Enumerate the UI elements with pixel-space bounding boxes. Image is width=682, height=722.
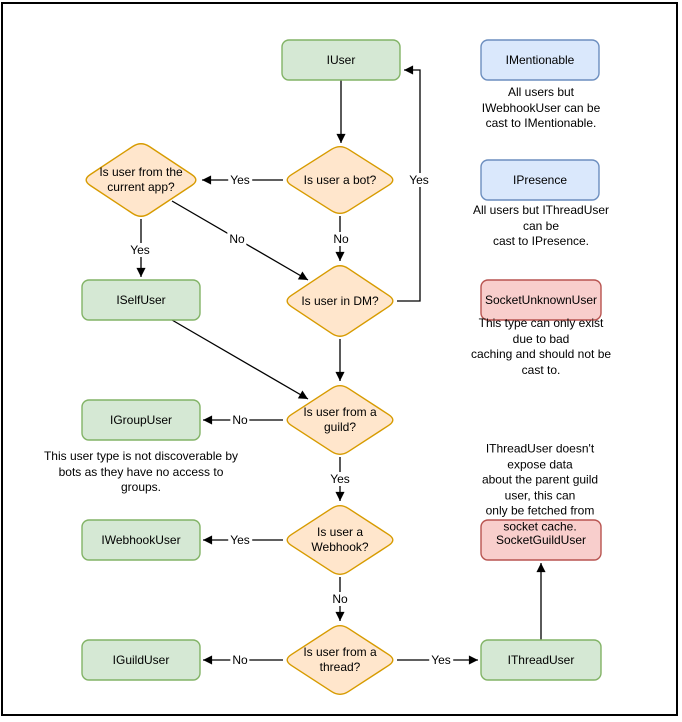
edge-webhook-to-thread-label: No <box>330 592 350 606</box>
decision-dm-shape <box>286 265 394 337</box>
node-iwebhookuser-shape <box>81 519 201 561</box>
decision-webhook-shape <box>286 505 394 575</box>
edge-dm-to-iuser-label: Yes <box>407 173 431 187</box>
node-iselfuser-shape <box>81 279 201 321</box>
node-ithreaduser-label: IThreadUser <box>507 652 575 667</box>
unknown-note: This type can only exist due to bad cach… <box>470 316 612 377</box>
edge-bot-to-dm-label: No <box>331 232 351 246</box>
node-iguilduser-shape <box>81 639 201 681</box>
edge-bot-to-current-app-label: Yes <box>228 173 252 187</box>
decision-current-app-label: Is user from the current app? <box>99 165 183 194</box>
decision-guild-shape <box>286 385 394 455</box>
decision-guild-label: Is user from a guild? <box>303 405 377 434</box>
node-imentionable-shape <box>480 39 600 81</box>
mentionable-note: All users but IWebhookUser can be cast t… <box>481 84 601 130</box>
decision-thread-label: Is user from a thread? <box>303 645 377 674</box>
decision-dm-label: Is user in DM? <box>301 293 379 308</box>
presence-note: All users but IThreadUser can be cast to… <box>472 202 610 248</box>
node-socketguilduser-label: SocketGuildUser <box>495 532 587 547</box>
node-igroupuser-label: IGroupUser <box>109 412 173 427</box>
decision-bot-shape <box>286 145 394 215</box>
node-iselfuser-label: ISelfUser <box>116 292 166 307</box>
node-ipresence-shape <box>480 159 600 201</box>
decision-current-app-shape <box>85 143 197 217</box>
decision-bot-label: Is user a bot? <box>303 172 377 187</box>
edge-guild-to-igroupuser-label: No <box>230 413 250 427</box>
edge-thread-to-ithreaduser-label: Yes <box>429 653 453 667</box>
node-socketguilduser-shape <box>480 519 602 561</box>
node-iuser-label: IUser <box>326 52 356 67</box>
node-socketunknownuser-shape <box>480 279 602 321</box>
decision-thread-shape <box>286 625 394 695</box>
edge-thread-to-iguilduser-label: No <box>230 653 250 667</box>
edge-webhook-to-iwebhookuser-label: Yes <box>228 533 252 547</box>
node-imentionable-label: IMentionable <box>505 52 575 67</box>
edge-current-app-to-dm-label: No <box>227 232 247 246</box>
node-ithreaduser-shape <box>480 639 602 681</box>
edge-current-app-to-iselfuser-label: Yes <box>128 243 152 257</box>
node-iguilduser-label: IGuildUser <box>112 652 170 667</box>
group-note: This user type is not discoverable by bo… <box>43 448 239 494</box>
node-socketunknownuser-label: SocketUnknownUser <box>484 292 598 307</box>
thread-note: IThreadUser doesn't expose data about th… <box>481 441 599 534</box>
edge-guild-to-webhook-label: Yes <box>328 472 352 486</box>
node-iwebhookuser-label: IWebhookUser <box>101 532 181 547</box>
edge-iselfuser-to-guild-arrow <box>171 319 309 400</box>
node-ipresence-label: IPresence <box>512 172 568 187</box>
decision-webhook-label: Is user a Webhook? <box>311 525 369 554</box>
node-igroupuser-shape <box>81 399 201 441</box>
node-iuser-shape <box>281 39 401 81</box>
